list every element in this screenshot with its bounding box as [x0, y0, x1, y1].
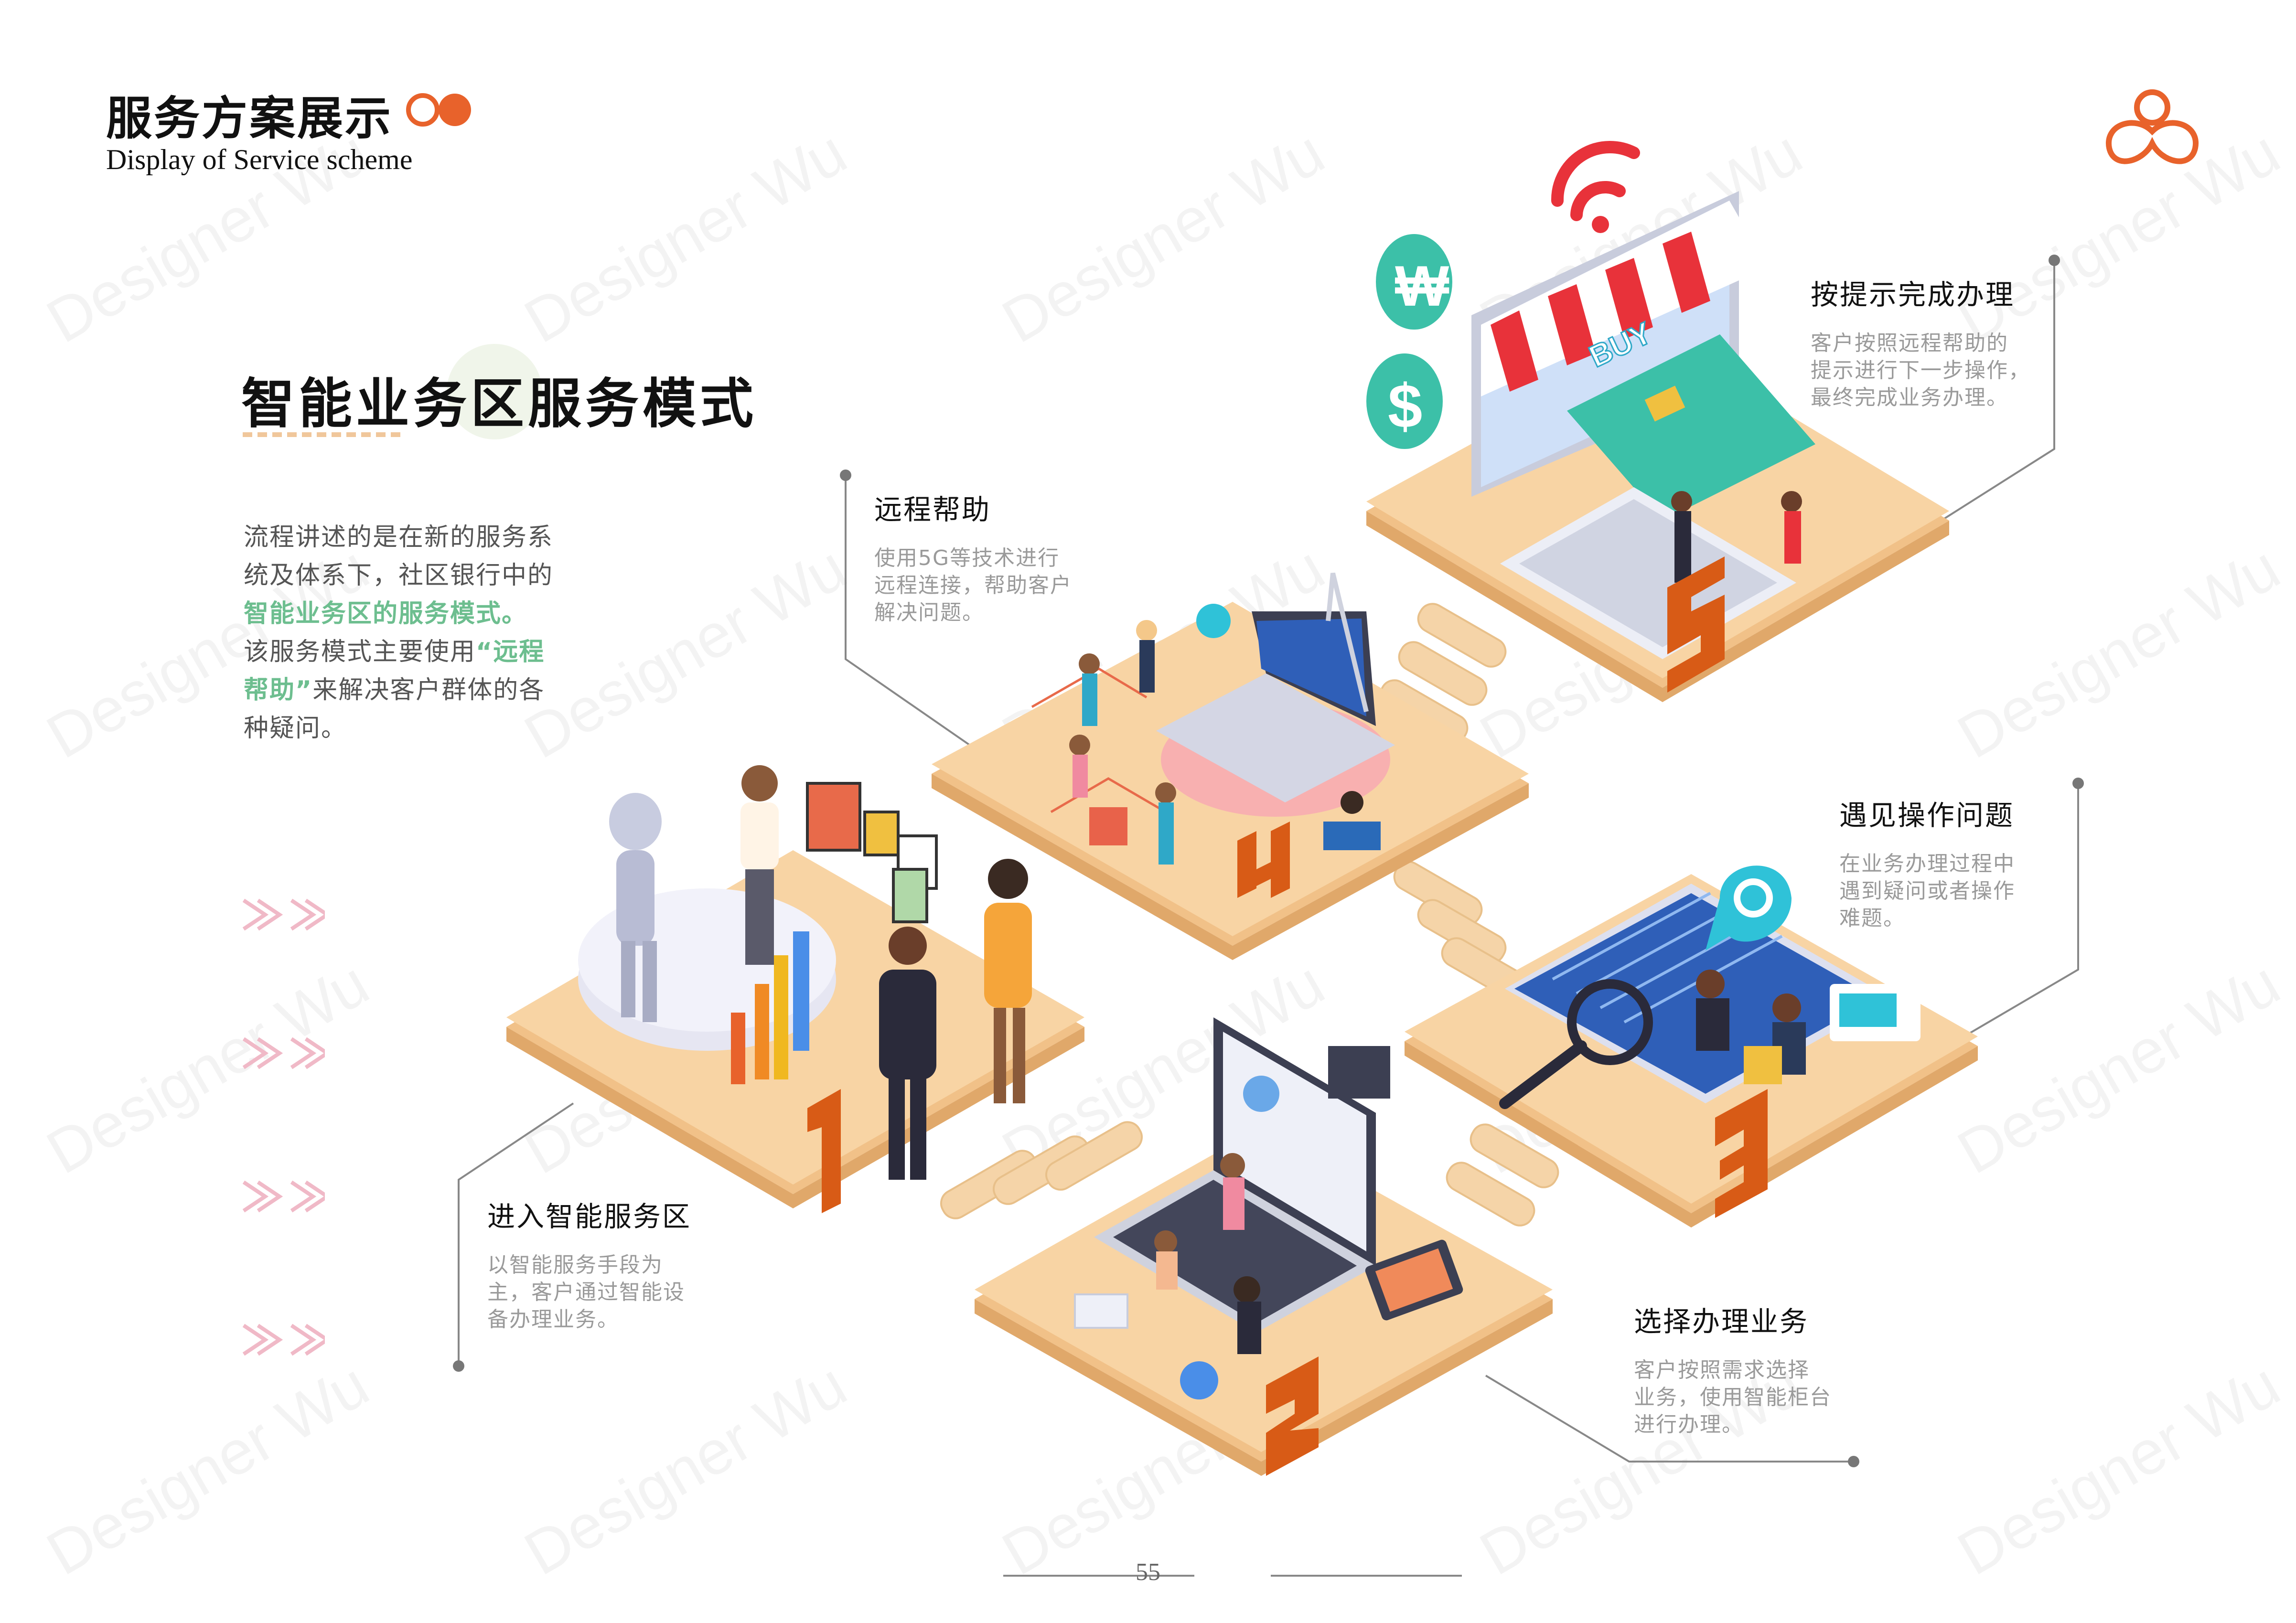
section-title: 智能业务区服务模式 [241, 373, 757, 435]
step-desc: 以智能服务手段为主，客户通过智能设备办理业务。 [487, 1253, 685, 1332]
intro-line: 流程讲述的是在新的服务系 [244, 523, 554, 552]
title-underline [243, 432, 400, 437]
step-5-label: 按提示完成办理 客户按照远程帮助的提示进行下一步操作，最终完成业务办理。 [1811, 272, 2030, 411]
platform-4 [932, 572, 1529, 960]
intro-line: 帮助”来解决客户群体的各 [244, 676, 545, 705]
intro-line: 种疑问。 [244, 714, 347, 743]
double-chevron-icon [242, 898, 325, 931]
step-3-label: 遇见操作问题 在业务办理过程中遇到疑问或者操作难题。 [1839, 793, 2015, 932]
step-title: 按提示完成办理 [1811, 278, 2015, 311]
step-2-label: 选择办理业务 客户按照需求选择业务，使用智能柜台进行办理。 [1634, 1299, 1832, 1438]
double-chevron-icon [242, 1324, 325, 1356]
platform-5: BUY ₩ $ [1366, 140, 1949, 702]
intro-highlight: 智能业务区的服务模式。 [244, 599, 528, 628]
page-rule-left [1003, 1575, 1194, 1577]
won-coin-icon: ₩ [1395, 254, 1449, 318]
step-title: 遇见操作问题 [1839, 799, 2015, 832]
step-title: 远程帮助 [874, 493, 991, 526]
intro-line: 统及体系下，社区银行中的 [244, 561, 554, 590]
intro-paragraph: 流程讲述的是在新的服务系 统及体系下，社区银行中的 智能业务区的服务模式。 该服… [244, 518, 607, 747]
step-4-label: 远程帮助 使用5G等技术进行远程连接，帮助客户解决问题。 [874, 487, 1072, 626]
wifi-icon [1551, 140, 1640, 221]
double-chevron-icon [242, 1180, 325, 1213]
platform-3 [1405, 865, 1978, 1228]
step-desc: 客户按照需求选择业务，使用智能柜台进行办理。 [1634, 1358, 1832, 1437]
step-title: 进入智能服务区 [487, 1200, 692, 1233]
platform-1 [506, 765, 1084, 1213]
page-rule-right [1271, 1575, 1462, 1577]
title-decoration [447, 344, 542, 439]
intro-line: 该服务模式主要使用“远程 [244, 638, 545, 666]
step-desc: 使用5G等技术进行远程连接，帮助客户解决问题。 [874, 546, 1072, 625]
leader-lines [458, 260, 2079, 1463]
platform-2 [975, 1017, 1553, 1476]
page-number: 55 [1136, 1559, 1160, 1586]
step-desc: 在业务办理过程中遇到疑问或者操作难题。 [1839, 852, 2015, 930]
brand-logo-icon [2106, 89, 2199, 164]
rings-icon [406, 93, 471, 127]
double-chevron-icon [242, 1037, 325, 1069]
step-1-label: 进入智能服务区 以智能服务手段为主，客户通过智能设备办理业务。 [487, 1194, 691, 1333]
header-title: 服务方案展示 [106, 91, 393, 145]
header-subtitle: Display of Service scheme [106, 144, 413, 175]
step-desc: 客户按照远程帮助的提示进行下一步操作，最终完成业务办理。 [1811, 331, 2030, 410]
dollar-coin-icon: $ [1388, 371, 1422, 441]
step-title: 选择办理业务 [1634, 1305, 1809, 1338]
